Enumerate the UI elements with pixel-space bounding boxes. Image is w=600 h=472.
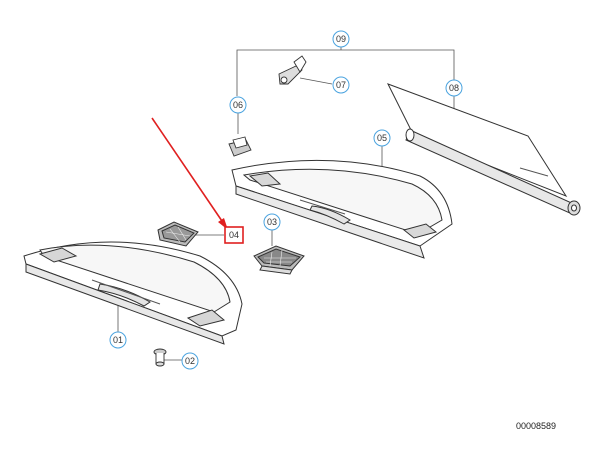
highlight-arrow [151,117,228,230]
callout-07[interactable]: 07 [332,76,350,94]
callout-04[interactable]: 04 [224,226,244,244]
callout-01-label: 01 [113,335,123,345]
leader-lines [117,46,455,361]
document-number: 00008589 [516,421,556,431]
callout-06[interactable]: 06 [229,96,247,114]
callout-07-label: 07 [336,80,346,90]
callout-08-label: 08 [449,83,459,93]
callout-01[interactable]: 01 [109,331,127,349]
callout-09[interactable]: 09 [332,30,350,48]
callout-02[interactable]: 02 [181,352,199,370]
part-roller-blind [386,83,581,216]
callout-04-label: 04 [229,230,239,240]
callout-08[interactable]: 08 [445,79,463,97]
part-lower-shelf [23,241,243,345]
part-upper-shelf [231,159,453,259]
callout-03[interactable]: 03 [263,213,281,231]
part-speaker-cover [157,221,199,247]
callout-03-label: 03 [267,217,277,227]
part-speaker-grille [253,245,305,275]
part-push-clip [153,348,167,367]
callout-09-label: 09 [336,34,346,44]
callout-05[interactable]: 05 [373,129,391,147]
part-clip [278,55,307,85]
callout-06-label: 06 [233,100,243,110]
callout-05-label: 05 [377,133,387,143]
callout-02-label: 02 [185,356,195,366]
part-retainer [228,136,252,157]
